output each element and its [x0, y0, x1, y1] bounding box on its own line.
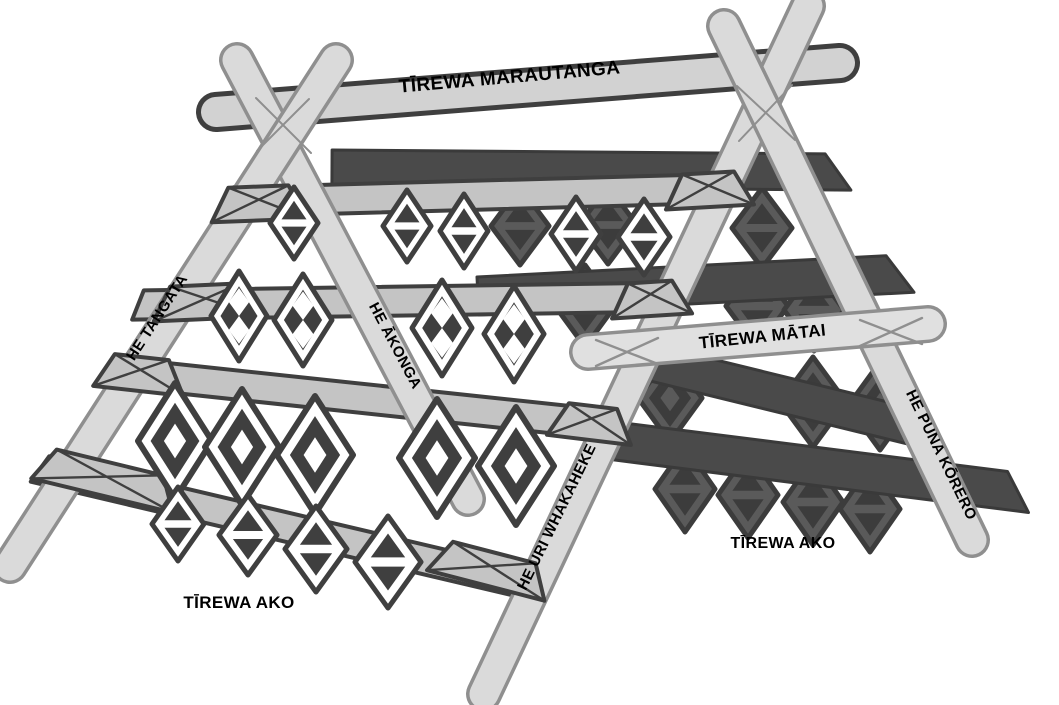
matai-lashing-x	[594, 336, 660, 368]
diamond-split-triangle	[267, 184, 321, 262]
diamond-split-triangle	[380, 187, 434, 265]
lashing-x	[627, 282, 693, 315]
lashing-x	[611, 279, 673, 320]
rail-end-lashing	[425, 539, 547, 603]
lashing-x	[31, 474, 164, 480]
row-row-2	[208, 268, 547, 385]
lashing-x	[452, 540, 546, 602]
row-row-3	[135, 380, 557, 528]
lashing-x	[211, 184, 289, 224]
diamond-concentric	[396, 396, 478, 520]
diamond-split-triangle	[216, 492, 280, 578]
lashing-x	[681, 173, 755, 206]
label-tirewa-ako-left: TĪREWA AKO	[183, 593, 294, 612]
diamond-concentric	[475, 404, 557, 528]
lashing-x	[426, 562, 536, 572]
apex-lashing	[256, 98, 310, 152]
diamond-concentric	[202, 386, 282, 508]
matai-lashing-x	[858, 318, 924, 346]
matai-beam	[569, 305, 947, 371]
diamond-checker	[481, 283, 547, 385]
rail-end-lashing	[545, 401, 633, 447]
back-diamond-split-triangle	[729, 185, 795, 271]
diamond-concentric	[135, 380, 215, 502]
diamond-split-triangle	[615, 196, 673, 278]
diamond-checker	[271, 271, 335, 369]
apex-lashing	[738, 84, 793, 142]
label-tirewa-ako-right: TĪREWA AKO	[730, 533, 835, 552]
diamond-checker	[409, 277, 475, 379]
diamond-split-triangle	[282, 503, 350, 595]
row-row-1-top	[267, 184, 673, 278]
row-row-4-tirewa-ako-left	[149, 484, 424, 611]
diamond-split-triangle	[352, 513, 424, 611]
rail-lashed-ends	[29, 169, 756, 603]
lashing-x	[665, 170, 735, 211]
diamond-split-triangle	[437, 191, 491, 271]
diamond-checker	[208, 268, 270, 364]
lashing-x	[546, 407, 618, 436]
lashing-x	[568, 402, 632, 446]
front-diamond-rows	[135, 184, 673, 611]
lashing-x	[92, 358, 170, 388]
diamond-split-triangle	[548, 194, 604, 274]
diamond-concentric	[274, 393, 356, 517]
diamond-split-triangle	[149, 484, 207, 564]
lashing-x	[56, 448, 174, 514]
matai-beam-body	[572, 308, 944, 368]
